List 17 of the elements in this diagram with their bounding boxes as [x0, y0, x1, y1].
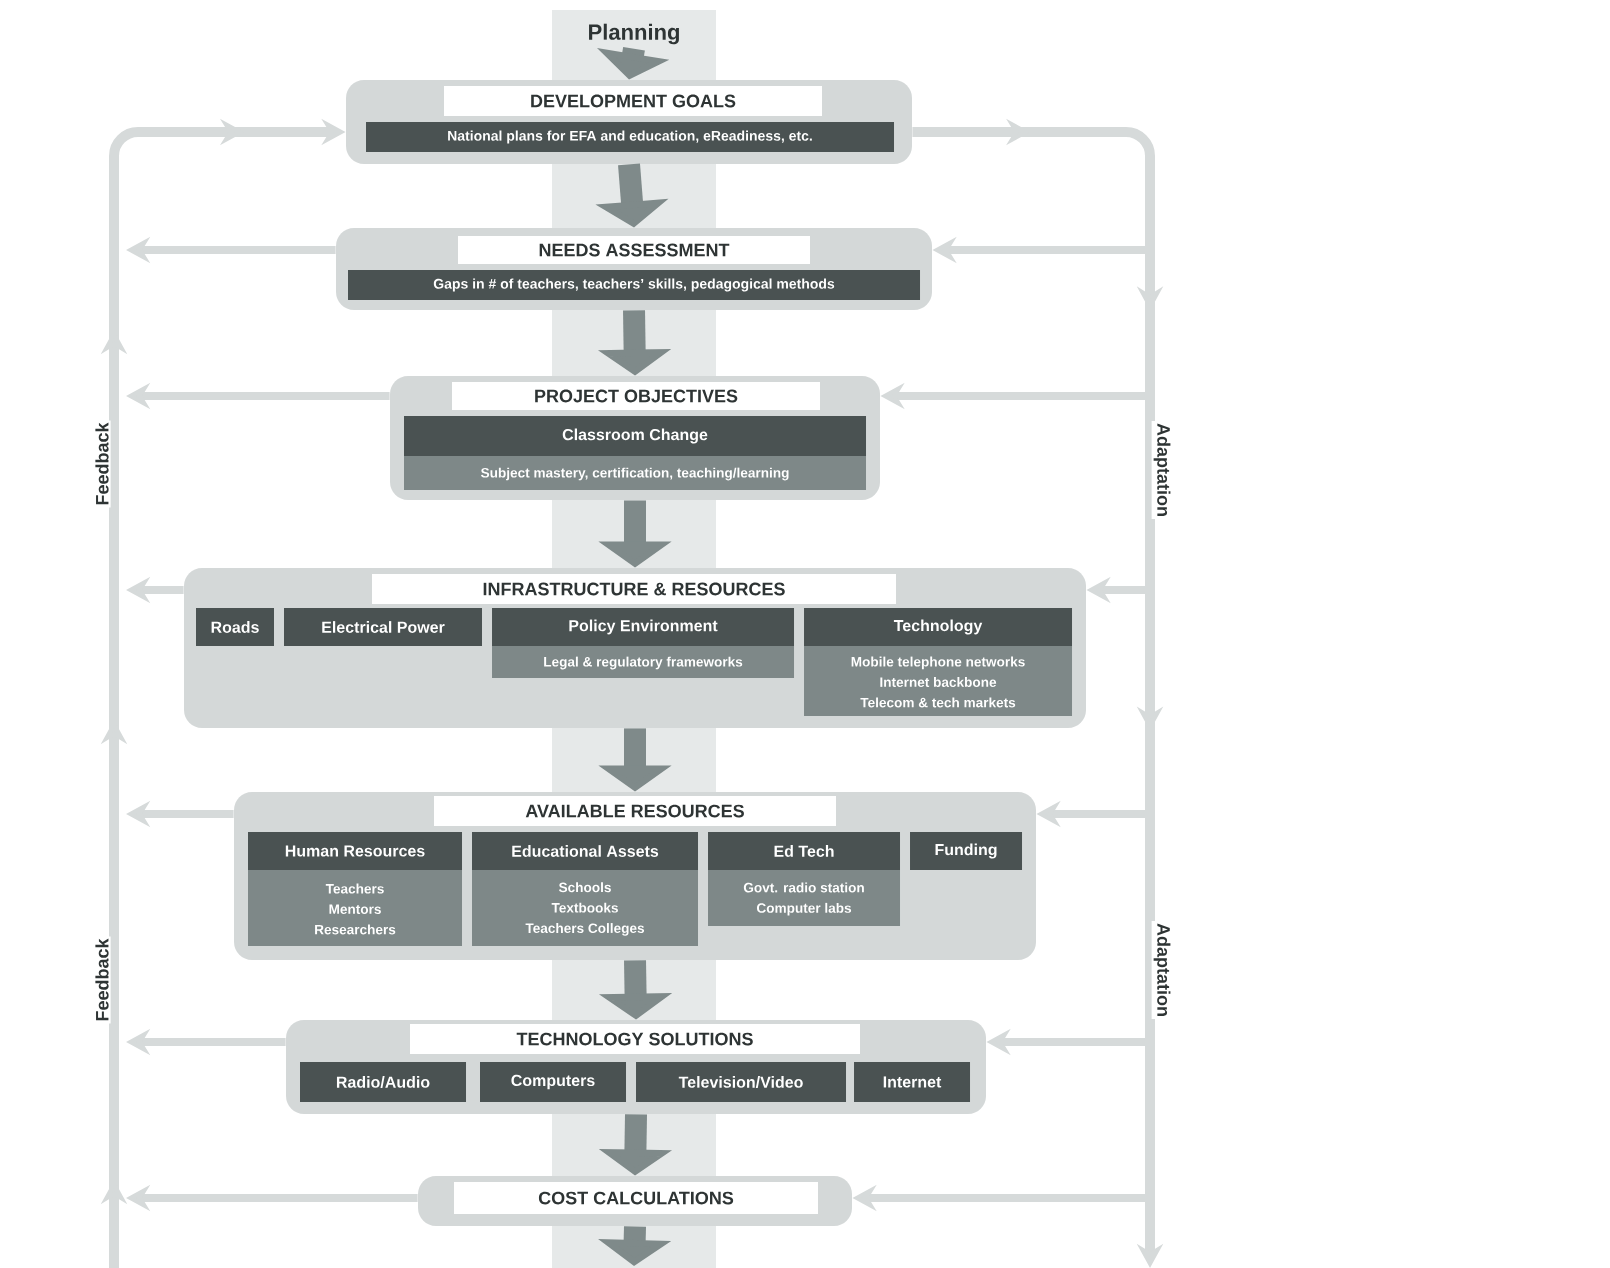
- category-box: Television/Video: [636, 1062, 846, 1102]
- node-label: Technology: [893, 619, 983, 635]
- loop-label: Feedback: [93, 420, 111, 508]
- category-box: Internet: [854, 1062, 970, 1102]
- category-box: Computers: [480, 1062, 626, 1102]
- loop-label: Adaptation: [1151, 421, 1173, 519]
- category-box: Roads: [196, 608, 274, 646]
- node-label: Human Resources: [285, 845, 425, 857]
- node-label: Educational Assets: [512, 845, 659, 857]
- loop-label: Feedback: [93, 936, 111, 1024]
- category-box: Funding: [910, 832, 1022, 870]
- node-label: Ed Tech: [774, 845, 834, 857]
- category-box: Radio/Audio: [300, 1062, 466, 1102]
- stage-title: Planning: [589, 23, 679, 45]
- loop-label: Adaptation: [1151, 921, 1173, 1019]
- stage-panel: COST CALCULATIONS: [418, 1176, 852, 1226]
- category-box: Electrical Power: [284, 608, 482, 646]
